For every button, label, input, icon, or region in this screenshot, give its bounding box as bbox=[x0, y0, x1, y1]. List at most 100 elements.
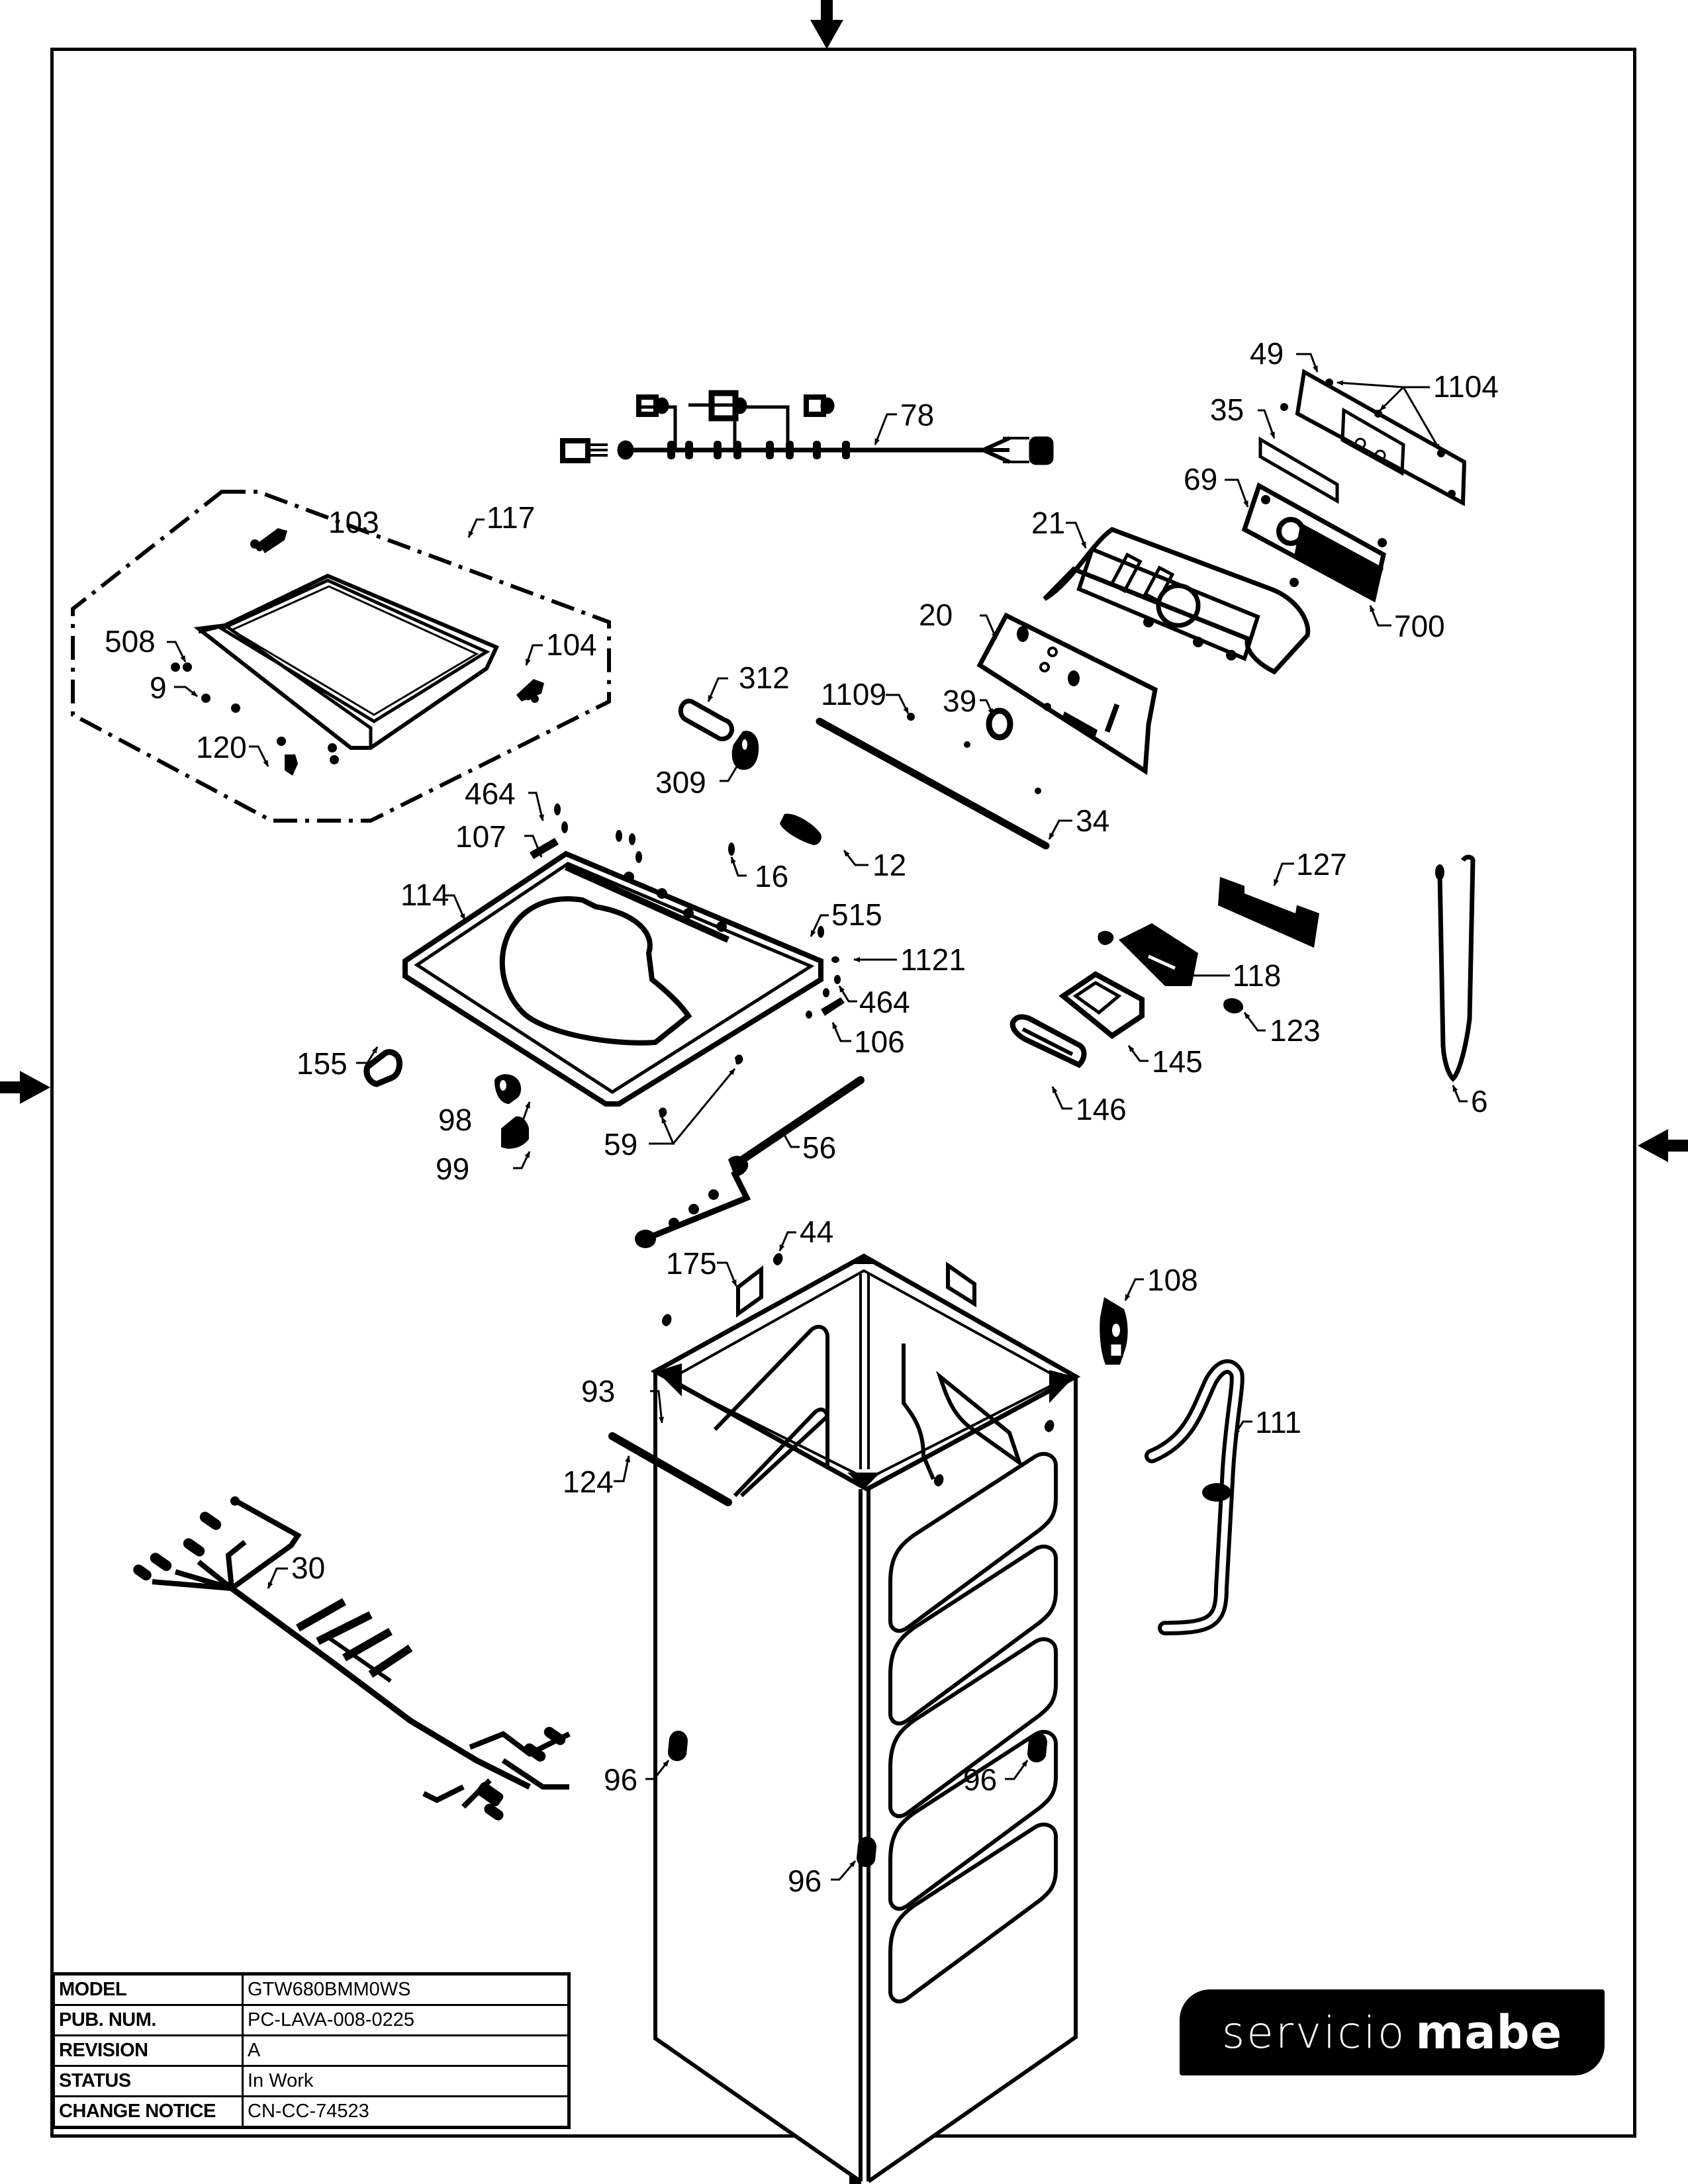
frame-arrow-left-icon bbox=[0, 1071, 50, 1104]
callout-93: 93 bbox=[581, 1374, 615, 1408]
callout-6: 6 bbox=[1471, 1084, 1488, 1118]
callout-114: 114 bbox=[400, 878, 449, 912]
callout-1104: 1104 bbox=[1433, 369, 1499, 404]
callout-20: 20 bbox=[919, 598, 953, 632]
logo-text-bold: mabe bbox=[1415, 2005, 1563, 2060]
callout-106: 106 bbox=[854, 1024, 905, 1059]
callout-464-top: 464 bbox=[465, 776, 516, 811]
callout-107: 107 bbox=[455, 819, 506, 854]
callout-56: 56 bbox=[802, 1130, 836, 1165]
part-1109-screw bbox=[907, 713, 915, 721]
callout-9: 9 bbox=[150, 670, 167, 705]
callout-21: 21 bbox=[1031, 506, 1065, 540]
callout-96-right: 96 bbox=[963, 1762, 997, 1797]
callout-96-bottom: 96 bbox=[788, 1864, 821, 1898]
callout-309: 309 bbox=[655, 765, 706, 799]
servicio-mabe-logo: servicio mabe bbox=[1180, 1989, 1605, 2075]
part-59-fastener bbox=[659, 1054, 743, 1118]
part-20-control-panel-overlay bbox=[976, 612, 1158, 776]
status-value: In Work bbox=[242, 2065, 570, 2097]
callout-124: 124 bbox=[563, 1465, 614, 1499]
part-30-wire-harness bbox=[133, 1496, 571, 1821]
callout-175: 175 bbox=[666, 1246, 717, 1281]
callout-34: 34 bbox=[1076, 803, 1109, 838]
part-124-strip bbox=[608, 1432, 732, 1506]
part-39-knob bbox=[986, 707, 1013, 741]
part-99-switch-body bbox=[501, 1116, 529, 1149]
callout-515: 515 bbox=[831, 897, 882, 932]
callout-145: 145 bbox=[1152, 1044, 1203, 1079]
part-117-lid-assembly bbox=[71, 490, 611, 823]
callout-16: 16 bbox=[755, 859, 788, 893]
part-127-dispenser-drawer bbox=[1218, 877, 1319, 948]
callout-78: 78 bbox=[900, 398, 934, 432]
title-block: MODEL GTW680BMM0WS PUB. NUM. PC-LAVA-008… bbox=[52, 1972, 571, 2129]
callout-117: 117 bbox=[487, 500, 535, 535]
part-309-clip bbox=[731, 731, 759, 770]
change-notice-label: CHANGE NOTICE bbox=[52, 2095, 244, 2128]
callout-30: 30 bbox=[291, 1551, 325, 1585]
part-175-label bbox=[736, 1261, 976, 1318]
callout-312: 312 bbox=[739, 660, 790, 695]
part-155-bracket bbox=[363, 1049, 402, 1087]
callout-464-bottom: 464 bbox=[859, 985, 910, 1019]
part-98-switch bbox=[494, 1074, 522, 1104]
revision-label: REVISION bbox=[52, 2034, 244, 2067]
part-146-dispenser-handle bbox=[1009, 1014, 1087, 1068]
part-93-cabinet bbox=[650, 1253, 1081, 2183]
frame-arrow-top-icon bbox=[810, 0, 843, 49]
part-123-cap bbox=[1223, 998, 1244, 1014]
callout-12: 12 bbox=[872, 848, 906, 882]
callout-123: 123 bbox=[1270, 1013, 1321, 1048]
callout-69: 69 bbox=[1184, 462, 1217, 496]
callout-120: 120 bbox=[196, 730, 247, 764]
status-label: STATUS bbox=[52, 2065, 244, 2097]
part-111-drain-hose bbox=[1145, 1359, 1244, 1635]
callout-127: 127 bbox=[1296, 847, 1347, 882]
change-notice-value: CN-CC-74523 bbox=[242, 2095, 570, 2128]
callout-104: 104 bbox=[546, 627, 597, 662]
callout-155: 155 bbox=[297, 1046, 348, 1081]
title-block-row-pub-num: PUB. NUM. PC-LAVA-008-0225 bbox=[52, 2004, 570, 2036]
callout-1109: 1109 bbox=[821, 677, 886, 711]
callout-1121: 1121 bbox=[900, 942, 966, 977]
part-114-top-cover bbox=[402, 850, 823, 1107]
callout-35: 35 bbox=[1210, 392, 1244, 427]
title-block-row-status: STATUS In Work bbox=[52, 2065, 570, 2097]
callout-146: 146 bbox=[1076, 1092, 1127, 1126]
part-118-dispenser-tray bbox=[1098, 923, 1198, 986]
part-56-cable bbox=[635, 1076, 865, 1248]
part-44-screw bbox=[661, 1253, 783, 1326]
part-21-backsplash bbox=[1043, 527, 1311, 675]
part-69-control-board bbox=[1241, 482, 1387, 603]
part-108-valve bbox=[1100, 1297, 1128, 1365]
callout-44: 44 bbox=[800, 1214, 833, 1249]
callout-103: 103 bbox=[328, 505, 379, 539]
callout-108: 108 bbox=[1147, 1263, 1198, 1297]
part-49-control-bezel bbox=[1280, 369, 1467, 506]
part-312-coupler bbox=[678, 698, 735, 742]
callout-118: 118 bbox=[1233, 958, 1281, 993]
part-96-leveling-feet bbox=[668, 1731, 1047, 1867]
callout-39: 39 bbox=[943, 684, 976, 718]
part-34-rod bbox=[816, 713, 1050, 850]
part-145-dispenser-housing bbox=[1058, 971, 1145, 1039]
callout-508: 508 bbox=[105, 624, 156, 659]
callout-99: 99 bbox=[436, 1152, 469, 1186]
title-block-row-change-notice: CHANGE NOTICE CN-CC-74523 bbox=[52, 2095, 570, 2128]
callout-59: 59 bbox=[604, 1127, 637, 1161]
part-35-overlay bbox=[1258, 436, 1339, 504]
title-block-row-revision: REVISION A bbox=[52, 2034, 570, 2067]
part-78-wire-harness bbox=[560, 390, 1054, 465]
model-value: GTW680BMM0WS bbox=[242, 1973, 570, 2006]
leader-lines bbox=[167, 353, 1468, 1881]
callout-700: 700 bbox=[1394, 609, 1445, 643]
pub-num-label: PUB. NUM. bbox=[52, 2004, 244, 2036]
model-label: MODEL bbox=[52, 1973, 244, 2006]
part-6-hose-loop bbox=[1435, 854, 1476, 1082]
callout-96-left: 96 bbox=[604, 1762, 637, 1797]
frame-arrow-right-icon bbox=[1638, 1129, 1688, 1162]
title-block-row-model: MODEL GTW680BMM0WS bbox=[52, 1973, 570, 2006]
